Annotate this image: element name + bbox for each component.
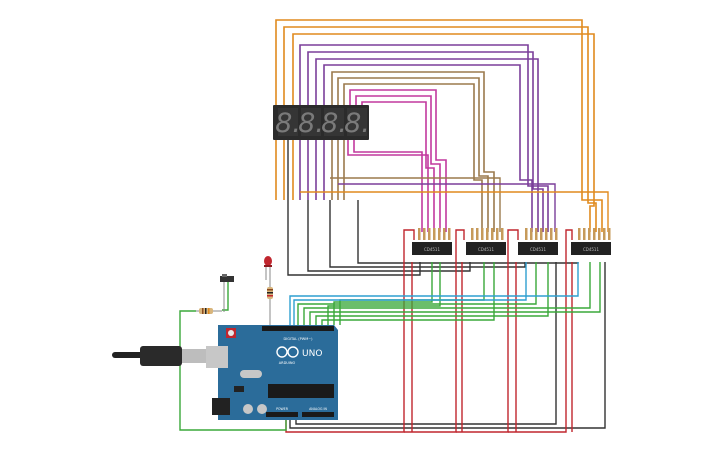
chip-cross-wires[interactable]: [300, 177, 609, 232]
switch-resistor[interactable]: [196, 308, 222, 314]
crystal: [240, 370, 262, 378]
arduino-logo-icon: [276, 346, 299, 358]
red-led[interactable]: [264, 256, 272, 285]
digit-1: 8.: [275, 108, 301, 139]
resistor-bank-2: [471, 228, 504, 240]
blue-wires[interactable]: [289, 262, 579, 325]
brown-wires[interactable]: [331, 71, 495, 232]
capacitor-1: [243, 404, 253, 414]
usb-port: [206, 346, 228, 368]
digit-3: 8.: [321, 108, 347, 139]
capacitor-2: [257, 404, 267, 414]
power-jack: [212, 398, 230, 415]
chip-4[interactable]: CD4511: [571, 228, 611, 255]
chip-1[interactable]: CD4511: [412, 228, 452, 255]
usb-cable[interactable]: [112, 346, 208, 366]
resistor-bank-4: [578, 228, 611, 240]
digit-4: 8.: [344, 108, 370, 139]
board-brand-label: UNO: [302, 349, 322, 359]
analog-header[interactable]: [302, 412, 334, 417]
chip-3[interactable]: CD4511: [518, 228, 558, 255]
display-digits: [278, 108, 367, 136]
orange-wires[interactable]: [275, 19, 603, 232]
digital-header[interactable]: [262, 326, 334, 331]
atmega-chip: [268, 384, 334, 398]
chip-2-label: CD4511: [478, 247, 495, 252]
analog-label: ANALOG IN: [309, 407, 327, 411]
resistor-bank-3: [525, 228, 558, 240]
led-resistor[interactable]: [267, 285, 273, 325]
chip-1-label: CD4511: [424, 247, 441, 252]
regulator: [234, 386, 244, 392]
chip-2[interactable]: CD4511: [466, 228, 506, 255]
resistor-bank-1: [418, 228, 451, 240]
seven-segment-display[interactable]: 8. 8. 8. 8.: [273, 105, 370, 140]
arduino-uno-board[interactable]: DIGITAL (PWM~) UNO ARDUINO POWER ANALOG …: [206, 325, 338, 420]
power-label: POWER: [276, 407, 289, 411]
chip-3-label: CD4511: [530, 247, 547, 252]
slide-switch[interactable]: [220, 274, 234, 312]
chip-4-label: CD4511: [583, 247, 600, 252]
digit-2: 8.: [298, 108, 324, 139]
power-header[interactable]: [266, 412, 298, 417]
digital-header-label: DIGITAL (PWM~): [283, 337, 313, 341]
board-maker-label: ARDUINO: [279, 361, 296, 365]
